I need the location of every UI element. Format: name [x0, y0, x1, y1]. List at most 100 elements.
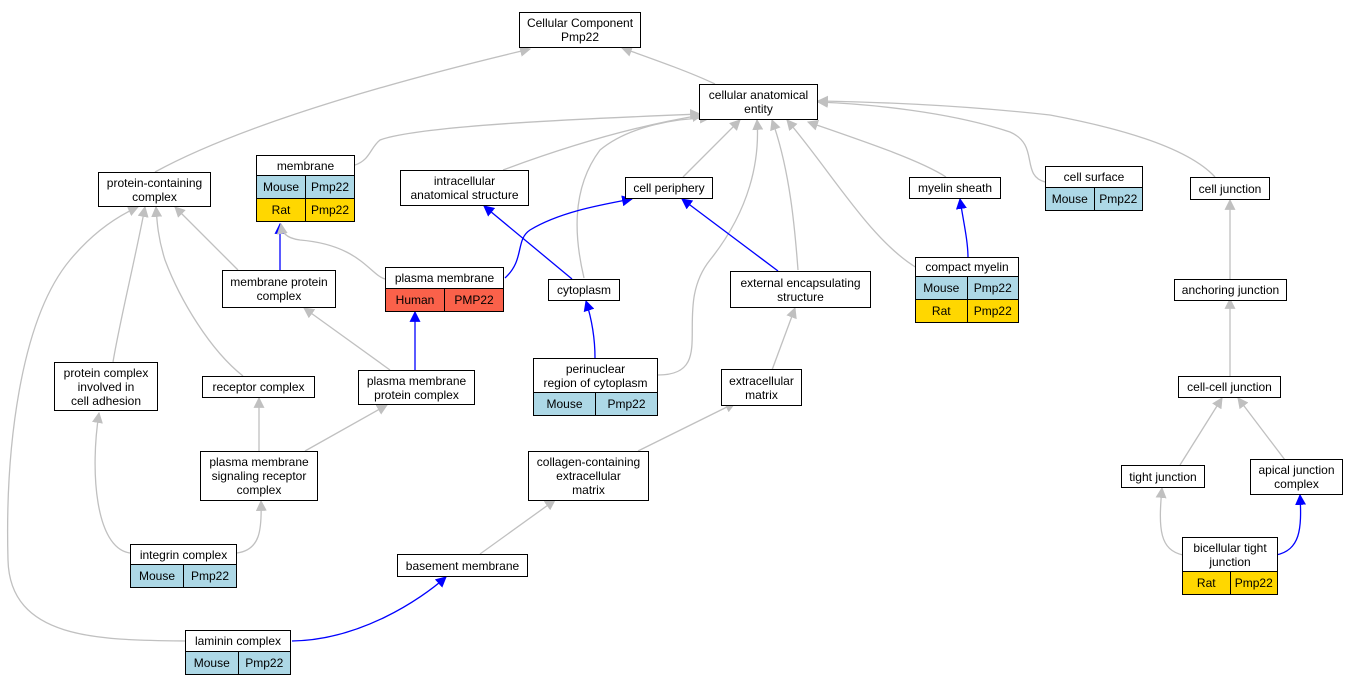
species-cell: Mouse [193, 656, 230, 670]
node-extracellular-matrix[interactable]: extracellular matrix [721, 369, 802, 406]
node-receptor-complex[interactable]: receptor complex [202, 376, 315, 398]
node-title: membrane [276, 158, 335, 173]
species-cell: Rat [1196, 576, 1216, 590]
node-title: basement membrane [405, 558, 520, 573]
species-cell: Mouse [138, 569, 176, 583]
edge-ms-cae [806, 120, 947, 178]
node-title: protein complex involved in cell adhesio… [63, 365, 149, 408]
node-intracellular-anatomical-structure[interactable]: intracellular anatomical structure [400, 170, 529, 206]
edge-pcica-pcc [112, 205, 149, 363]
edge-cyto-ias [483, 205, 573, 280]
node-protein-containing-complex[interactable]: protein-containing complex [98, 172, 211, 207]
edge-pm-membrane [276, 222, 386, 280]
edge-pmpc-mpc [303, 307, 391, 371]
node-title: plasma membrane [394, 271, 495, 285]
node-title: Cellular Component Pmp22 [526, 16, 634, 44]
node-protein-complex-involved-in-cell-adhesion[interactable]: protein complex involved in cell adhesio… [54, 362, 158, 411]
species-cell: Rat [271, 203, 291, 217]
species-cell: Mouse [262, 180, 300, 194]
node-title: plasma membrane protein complex [366, 373, 467, 402]
annotation-row: Mouse Pmp22 [916, 276, 1018, 299]
annotation-row: Mouse Pmp22 [534, 392, 657, 415]
edge-pmsrc-pmpc [304, 404, 388, 452]
gene-cell: Pmp22 [1093, 188, 1143, 210]
node-title: apical junction complex [1258, 463, 1335, 491]
gene-cell: Pmp22 [966, 277, 1019, 299]
edge-cs-cae [816, 96, 1046, 183]
node-title: cell junction [1198, 181, 1262, 196]
node-title: perinuclear region of cytoplasm [543, 361, 648, 390]
edge-cm-ms [955, 197, 969, 259]
edge-rc-pcc [151, 205, 244, 377]
node-title: protein-containing complex [106, 175, 203, 204]
node-title: intracellular anatomical structure [410, 174, 519, 202]
edge-ic-pcica [92, 411, 131, 554]
node-cell-cell-junction[interactable]: cell-cell junction [1178, 376, 1281, 398]
node-myelin-sheath[interactable]: myelin sheath [909, 177, 1001, 199]
edge-prc-cae [657, 118, 764, 376]
edge-ajc-ccj [1237, 397, 1286, 461]
edge-cj-cae [816, 95, 1216, 178]
node-collagen-containing-extracellular-matrix[interactable]: collagen-containing extracellular matrix [528, 451, 649, 501]
edge-membrane-cae [354, 108, 702, 166]
edge-em-ees [771, 306, 797, 371]
gene-cell: Pmp22 [237, 652, 291, 674]
gene-cell: Pmp22 [966, 300, 1019, 322]
node-apical-junction-complex[interactable]: apical junction complex [1250, 459, 1343, 495]
species-cell: Mouse [546, 397, 583, 411]
node-tight-junction[interactable]: tight junction [1121, 465, 1205, 488]
node-title: laminin complex [194, 634, 282, 648]
node-title: cellular anatomical entity [708, 88, 809, 116]
node-membrane-protein-complex[interactable]: membrane protein complex [222, 270, 336, 308]
node-title: plasma membrane signaling receptor compl… [209, 455, 309, 497]
edge-ias-cae [502, 111, 704, 171]
species-cell: Rat [931, 304, 951, 318]
edge-lc-pcc [7, 205, 186, 642]
node-title: bicellular tight junction [1193, 540, 1267, 569]
edge-pcc-root [154, 45, 532, 173]
node-cell-periphery[interactable]: cell periphery [625, 177, 713, 199]
edge-cp-cae [682, 119, 741, 178]
edge-bm-ccem [479, 499, 556, 555]
edge-ees-cp [681, 198, 779, 272]
node-external-encapsulating-structure[interactable]: external encapsulating structure [730, 271, 871, 308]
species-cell: Mouse [923, 281, 960, 295]
species-cell: Mouse [1051, 192, 1088, 206]
node-title: integrin complex [139, 547, 228, 562]
edge-mpc-pcc [174, 206, 239, 271]
edge-ic-pmsrc [236, 499, 267, 554]
node-cellular-component-root[interactable]: Cellular Component Pmp22 [519, 12, 641, 48]
node-cell-junction[interactable]: cell junction [1190, 177, 1270, 200]
edge-cyto-cae [576, 112, 712, 279]
node-plasma-membrane-signaling-receptor-complex[interactable]: plasma membrane signaling receptor compl… [200, 451, 318, 501]
node-title: cytoplasm [556, 283, 612, 297]
node-plasma-membrane-protein-complex[interactable]: plasma membrane protein complex [358, 370, 475, 405]
edge-btj-tj [1155, 486, 1184, 556]
node-title: cell-cell junction [1187, 380, 1272, 394]
annotation-row: Mouse Pmp22 [1046, 187, 1142, 210]
edge-ccem-em [637, 402, 736, 452]
node-cellular-anatomical-entity[interactable]: cellular anatomical entity [699, 84, 818, 120]
node-cytoplasm[interactable]: cytoplasm [548, 279, 620, 301]
species-cell: Human [395, 293, 435, 307]
gene-cell: Pmp22 [595, 393, 657, 415]
node-anchoring-junction[interactable]: anchoring junction [1174, 279, 1287, 301]
edge-btj-ajc [1275, 493, 1307, 556]
edge-ees-cae [770, 118, 799, 271]
edge-pm-cp [504, 195, 634, 279]
node-title: collagen-containing extracellular matrix [536, 455, 641, 497]
node-title: external encapsulating structure [740, 275, 861, 304]
node-basement-membrane[interactable]: basement membrane [397, 554, 528, 577]
